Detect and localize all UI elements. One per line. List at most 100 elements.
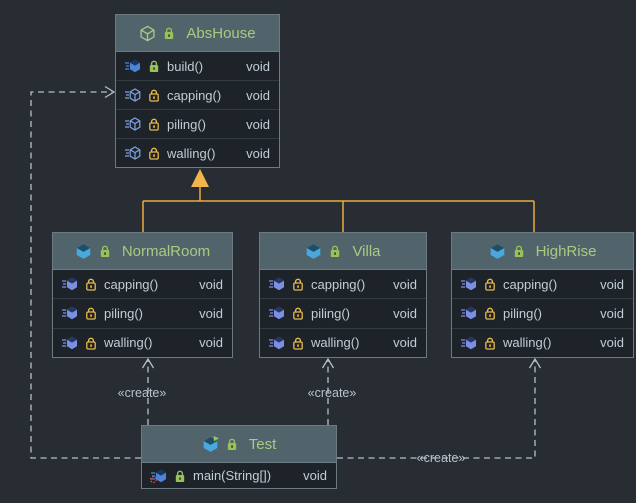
method-icon bbox=[460, 277, 477, 291]
method-icon bbox=[268, 336, 285, 350]
method-return-type: void bbox=[393, 305, 417, 321]
method-name: capping() bbox=[311, 276, 366, 292]
public-lock-icon bbox=[513, 244, 525, 258]
protected-lock-icon bbox=[292, 277, 304, 291]
method-name: build() bbox=[167, 58, 204, 74]
create-stereotype-label: «create» bbox=[117, 386, 167, 400]
method-icon bbox=[61, 277, 78, 291]
public-lock-icon bbox=[163, 26, 175, 40]
method-row-piling[interactable]: piling() void bbox=[116, 109, 279, 138]
method-row-capping[interactable]: capping() void bbox=[53, 270, 232, 298]
class-node-test[interactable]: Test main(String[]) void bbox=[141, 425, 337, 489]
class-icon bbox=[489, 243, 506, 260]
method-name: main(String[]) bbox=[193, 468, 272, 483]
class-header: Test bbox=[142, 426, 336, 463]
method-icon bbox=[268, 277, 285, 291]
method-name: walling() bbox=[503, 335, 552, 351]
generalization-arrowhead bbox=[191, 169, 209, 187]
dependency-arrowhead bbox=[141, 357, 155, 369]
method-list: capping() void piling() void walling() v… bbox=[53, 270, 232, 357]
protected-lock-icon bbox=[484, 277, 496, 291]
method-name: capping() bbox=[503, 276, 558, 292]
method-list: build() void capping() void piling() voi… bbox=[116, 52, 279, 167]
method-row-capping[interactable]: capping() void bbox=[116, 80, 279, 109]
class-header: NormalRoom bbox=[53, 233, 232, 270]
method-row-walling[interactable]: walling() void bbox=[116, 138, 279, 167]
method-return-type: void bbox=[246, 116, 270, 132]
public-lock-icon bbox=[99, 244, 111, 258]
method-return-type: void bbox=[199, 305, 223, 321]
class-node-villa[interactable]: Villa capping() void piling() void walli… bbox=[259, 232, 427, 358]
method-return-type: void bbox=[393, 276, 417, 292]
class-header: AbsHouse bbox=[116, 15, 279, 52]
class-title: HighRise bbox=[535, 242, 597, 260]
class-title: AbsHouse bbox=[186, 24, 256, 42]
class-node-abshouse[interactable]: AbsHouse build() void capping() void pil… bbox=[115, 14, 280, 168]
method-row-piling[interactable]: piling() void bbox=[53, 298, 232, 327]
method-name: piling() bbox=[503, 305, 543, 321]
method-name: walling() bbox=[104, 335, 153, 351]
protected-lock-icon bbox=[85, 336, 97, 350]
method-row-main[interactable]: main(String[]) void bbox=[142, 463, 336, 488]
abstract-method-icon bbox=[124, 146, 141, 160]
method-list: capping() void piling() void walling() v… bbox=[260, 270, 426, 357]
method-return-type: void bbox=[246, 87, 270, 103]
create-stereotype-label: «create» bbox=[416, 451, 466, 465]
method-row-walling[interactable]: walling() void bbox=[53, 327, 232, 357]
method-row-capping[interactable]: capping() void bbox=[452, 270, 633, 298]
dependency-edge-test-normalroom[interactable] bbox=[141, 357, 155, 425]
class-node-highrise[interactable]: HighRise capping() void piling() void wa… bbox=[451, 232, 634, 358]
protected-lock-icon bbox=[148, 117, 160, 131]
method-name: capping() bbox=[167, 87, 222, 103]
method-row-capping[interactable]: capping() void bbox=[260, 270, 426, 298]
dependency-arrowhead bbox=[528, 357, 542, 369]
class-node-normalroom[interactable]: NormalRoom capping() void piling() void … bbox=[52, 232, 233, 358]
dependency-arrowhead bbox=[104, 85, 116, 99]
method-row-walling[interactable]: walling() void bbox=[452, 327, 633, 357]
method-return-type: void bbox=[199, 335, 223, 351]
class-header: Villa bbox=[260, 233, 426, 270]
method-row-build[interactable]: build() void bbox=[116, 52, 279, 80]
protected-lock-icon bbox=[148, 88, 160, 102]
public-lock-icon bbox=[148, 59, 160, 73]
method-return-type: void bbox=[303, 468, 327, 483]
method-return-type: void bbox=[199, 276, 223, 292]
class-title: Test bbox=[248, 435, 277, 453]
method-return-type: void bbox=[600, 276, 624, 292]
method-row-piling[interactable]: piling() void bbox=[452, 298, 633, 327]
abstract-method-icon bbox=[124, 117, 141, 131]
protected-lock-icon bbox=[292, 306, 304, 320]
method-icon bbox=[61, 336, 78, 350]
abstract-class-icon bbox=[139, 25, 156, 42]
method-icon bbox=[268, 306, 285, 320]
method-icon bbox=[124, 59, 141, 73]
dependency-edge-test-highrise[interactable] bbox=[337, 357, 542, 459]
method-icon bbox=[61, 306, 78, 320]
method-return-type: void bbox=[393, 335, 417, 351]
class-header: HighRise bbox=[452, 233, 633, 270]
method-icon bbox=[460, 306, 477, 320]
class-title: Villa bbox=[352, 242, 381, 260]
class-icon bbox=[305, 243, 322, 260]
public-lock-icon bbox=[329, 244, 341, 258]
method-name: capping() bbox=[104, 276, 159, 292]
dependency-edge-test-abshouse[interactable] bbox=[30, 85, 141, 459]
method-list: capping() void piling() void walling() v… bbox=[452, 270, 633, 357]
protected-lock-icon bbox=[85, 277, 97, 291]
method-list: main(String[]) void bbox=[142, 463, 336, 488]
method-name: walling() bbox=[311, 335, 360, 351]
protected-lock-icon bbox=[484, 336, 496, 350]
protected-lock-icon bbox=[85, 306, 97, 320]
class-title: NormalRoom bbox=[121, 242, 211, 260]
method-row-walling[interactable]: walling() void bbox=[260, 327, 426, 357]
abstract-method-icon bbox=[124, 88, 141, 102]
method-name: piling() bbox=[167, 116, 207, 132]
protected-lock-icon bbox=[148, 146, 160, 160]
public-lock-icon bbox=[226, 437, 238, 451]
method-return-type: void bbox=[600, 335, 624, 351]
method-row-piling[interactable]: piling() void bbox=[260, 298, 426, 327]
dependency-edge-test-villa[interactable] bbox=[321, 357, 335, 425]
generalization-edge[interactable] bbox=[142, 169, 535, 232]
protected-lock-icon bbox=[292, 336, 304, 350]
